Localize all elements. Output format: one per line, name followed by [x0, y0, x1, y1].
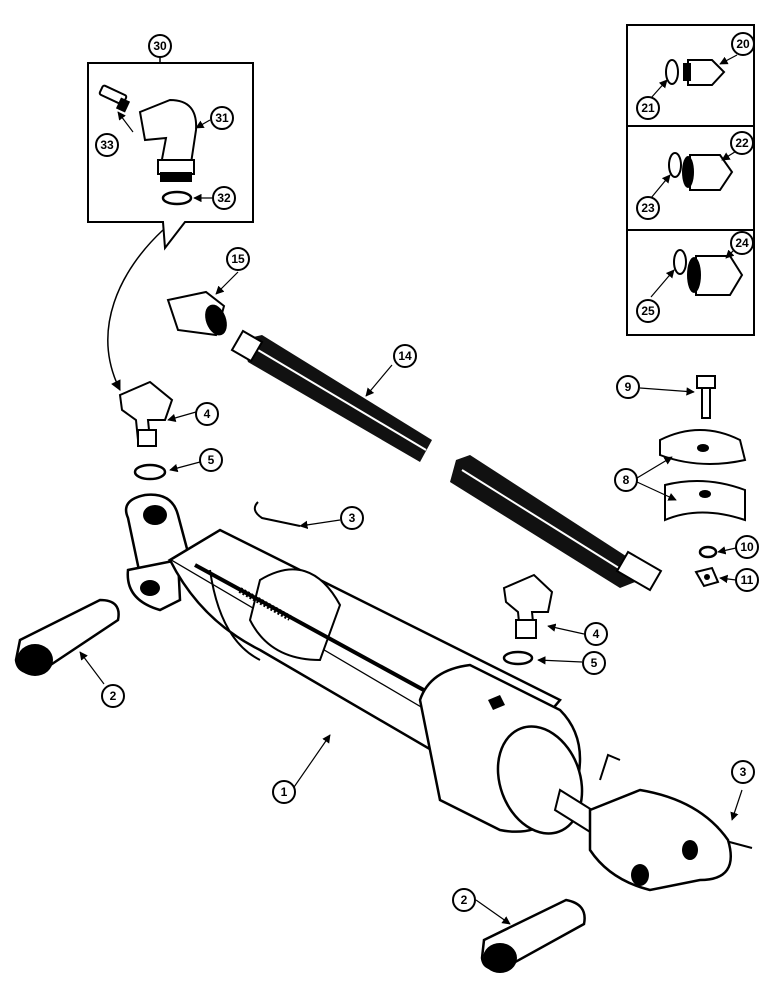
callout-1: 1: [272, 780, 296, 804]
callout-label: 3: [740, 765, 747, 779]
callout-label: 23: [641, 201, 655, 215]
callout-label: 4: [204, 407, 211, 421]
callout-label: 14: [398, 349, 412, 363]
callout-4-lower: 4: [584, 622, 608, 646]
callout-4-upper: 4: [195, 402, 219, 426]
callout-label: 24: [735, 236, 749, 250]
part-3-clip-upper: [253, 501, 301, 527]
callout-10: 10: [735, 535, 759, 559]
part-11-nut: [694, 566, 720, 588]
callout-label: 8: [623, 473, 630, 487]
part-32-o-ring: [161, 190, 193, 206]
callout-30: 30: [148, 34, 172, 58]
callout-label: 15: [231, 252, 245, 266]
callout-23: 23: [636, 196, 660, 220]
callout-25: 25: [636, 299, 660, 323]
callout-label: 32: [217, 191, 231, 205]
callout-label: 22: [735, 136, 749, 150]
part-8-clamp: [636, 429, 747, 522]
callout-label: 21: [641, 101, 655, 115]
callout-5-upper: 5: [199, 448, 223, 472]
callout-3-upper: 3: [340, 506, 364, 530]
callout-5-lower: 5: [582, 651, 606, 675]
callout-32: 32: [212, 186, 236, 210]
part-1-hydraulic-cylinder: [124, 493, 733, 892]
callout-label: 2: [461, 893, 468, 907]
callout-label: 2: [110, 689, 117, 703]
callout-8: 8: [614, 468, 638, 492]
callout-label: 9: [625, 380, 632, 394]
part-5-o-ring-upper: [133, 463, 167, 481]
part-9-bolt: [639, 375, 716, 419]
callout-label: 5: [208, 453, 215, 467]
callout-14: 14: [393, 344, 417, 368]
part-5-o-ring-lower: [502, 650, 534, 666]
callout-label: 20: [736, 37, 750, 51]
callout-label: 31: [215, 111, 229, 125]
callout-24: 24: [730, 231, 754, 255]
callout-label: 11: [741, 573, 754, 587]
callout-33: 33: [95, 133, 119, 157]
part-4-elbow-lower: [502, 573, 585, 639]
callout-label: 4: [593, 627, 600, 641]
part-33-pin: [98, 84, 131, 113]
callout-11: 11: [735, 568, 759, 592]
part-4-elbow-upper: [118, 380, 197, 447]
callout-label: 30: [153, 39, 167, 53]
inset-fitting-detail: [87, 56, 254, 391]
part-2-pin-left: [14, 598, 120, 685]
part-2-pin-right: [475, 898, 586, 973]
part-14-hose: [230, 329, 663, 592]
callout-9: 9: [616, 375, 640, 399]
part-15-fitting: [166, 271, 239, 337]
callout-label: 33: [100, 138, 114, 152]
part-10-washer: [698, 545, 718, 559]
callout-2-right: 2: [452, 888, 476, 912]
callout-3-lower: 3: [731, 760, 755, 784]
callout-label: 10: [740, 540, 754, 554]
callout-22: 22: [730, 131, 754, 155]
callout-label: 5: [591, 656, 598, 670]
callout-31: 31: [210, 106, 234, 130]
inset-adapters: [626, 24, 755, 336]
callout-15: 15: [226, 247, 250, 271]
callout-label: 3: [349, 511, 356, 525]
callout-2-left: 2: [101, 684, 125, 708]
callout-20: 20: [731, 32, 755, 56]
part-31-elbow-fitting: [138, 98, 198, 182]
callout-label: 25: [641, 304, 655, 318]
callout-label: 1: [281, 785, 288, 799]
callout-21: 21: [636, 96, 660, 120]
